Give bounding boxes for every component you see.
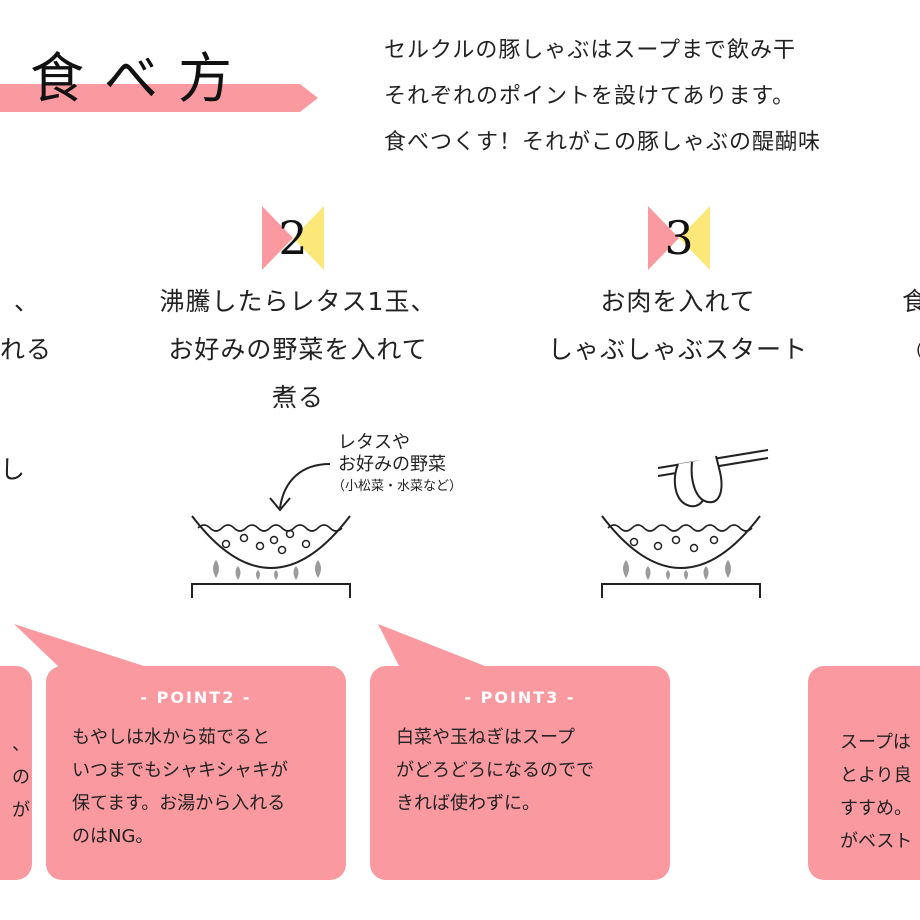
point4-line: スープは xyxy=(840,732,911,753)
page-title: 食べ方 xyxy=(30,47,252,110)
chopsticks-with-meat-icon xyxy=(657,449,769,508)
step2-line: 煮る xyxy=(271,383,324,412)
intro-line: 食べつくす！それがこの豚しゃぶの醍醐味 xyxy=(384,130,822,155)
step3-line: しゃぶしゃぶスタート xyxy=(547,335,808,364)
step1-line: れる xyxy=(0,335,53,364)
point4-line: とより良 xyxy=(840,765,912,786)
annotation-line: レタスや xyxy=(338,432,410,453)
title-ribbon xyxy=(0,84,318,112)
step3-number: 3 xyxy=(664,211,694,265)
step3-text: お肉を入れて しゃぶしゃぶスタート xyxy=(528,278,828,374)
point3-text: 白菜や玉ねぎはスープ がどろどろになるのでで きれば使わずに。 xyxy=(396,721,670,820)
vegetable-annotation: レタスや お好みの野菜 （小松菜・水菜など） xyxy=(332,432,462,498)
step1-line: し xyxy=(0,455,27,484)
intro-line: セルクルの豚しゃぶはスープまで飲み干 xyxy=(384,38,797,63)
point4-text: スープは とより良 すすめ。 がベスト xyxy=(840,726,920,858)
intro-line: それぞれのポイントを設けてあります。 xyxy=(384,84,796,109)
point2-line: いつまでもシャキシャキが xyxy=(72,760,288,781)
point1-box xyxy=(0,666,32,880)
point2-text: もやしは水から茹でると いつまでもシャキシャキが 保てます。お湯から入れる のは… xyxy=(72,721,346,853)
step4-line: ( xyxy=(902,326,920,374)
point4-line: がベスト xyxy=(840,831,913,852)
step3-line: お肉を入れて xyxy=(600,287,756,316)
point1-line: 、 xyxy=(12,734,30,755)
point3-line: 白菜や玉ねぎはスープ xyxy=(396,727,575,748)
step2-line: 沸騰したらレタス1玉、 xyxy=(159,287,437,316)
step4-line: 食 xyxy=(902,287,920,316)
annotation-line: （小松菜・水菜など） xyxy=(332,479,463,494)
point4-box: スープは とより良 すすめ。 がベスト xyxy=(808,666,920,880)
intro-text: セルクルの豚しゃぶはスープまで飲み干 それぞれのポイントを設けてあります。 食べ… xyxy=(384,28,821,166)
step-number-badge-icon xyxy=(262,206,324,270)
point4-line: すすめ。 xyxy=(840,798,912,819)
pointer-arrow-icon xyxy=(269,463,331,512)
point1-text: 、 の が xyxy=(0,728,30,827)
step2-line: お好みの野菜を入れて xyxy=(168,335,428,364)
point1-line: が xyxy=(12,800,30,821)
pot-with-broth-icon xyxy=(601,515,761,598)
point3-line: がどろどろになるのでで xyxy=(396,760,594,781)
step2-number: 2 xyxy=(278,211,308,265)
pot-with-vegetables-icon xyxy=(191,515,351,598)
point2-title: - POINT2 - xyxy=(140,688,252,707)
point1-line: の xyxy=(12,767,30,788)
step4-text: 食 ( xyxy=(902,278,920,374)
annotation-line: お好みの野菜 xyxy=(338,454,446,475)
step1-text: 、 れる xyxy=(0,278,52,374)
point2-box: - POINT2 - もやしは水から茹でると いつまでもシャキシャキが 保てます… xyxy=(46,666,346,880)
step1-line: 、 xyxy=(14,287,41,316)
point2-line: 保てます。お湯から入れる xyxy=(72,793,286,814)
point2-line: のはNG。 xyxy=(72,826,154,847)
point3-box: - POINT3 - 白菜や玉ねぎはスープ がどろどろになるのでで きれば使わず… xyxy=(370,666,670,880)
point3-title: - POINT3 - xyxy=(464,688,576,707)
point3-line: きれば使わずに。 xyxy=(396,793,540,814)
step-number-badge-icon xyxy=(648,206,710,270)
step2-text: 沸騰したらレタス1玉、 お好みの野菜を入れて 煮る xyxy=(148,278,448,422)
point2-line: もやしは水から茹でると xyxy=(72,727,270,748)
speech-bubble-tails xyxy=(14,624,490,668)
